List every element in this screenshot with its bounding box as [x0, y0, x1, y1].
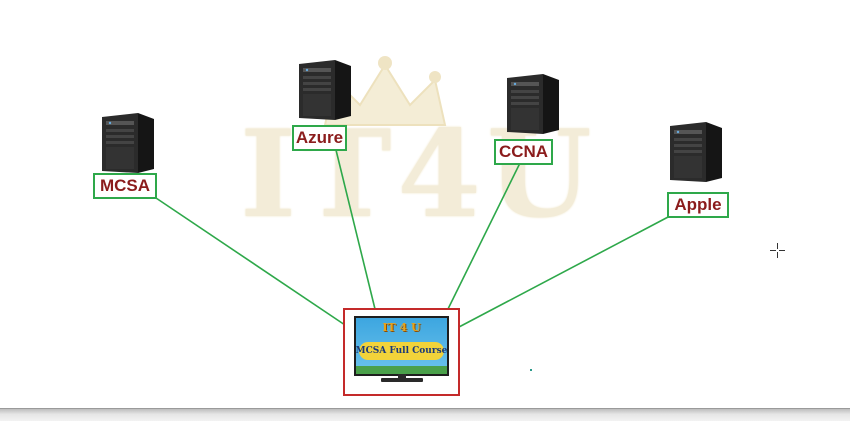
server-tower-icon: [102, 113, 154, 173]
connector-azure: [335, 149, 376, 310]
screen-ground: [356, 366, 447, 374]
crosshair-cursor-icon: [770, 243, 785, 258]
connector-apple: [458, 215, 671, 328]
monitor-node: IT 4 U MCSA Full Course: [343, 308, 460, 396]
monitor-screen: IT 4 U MCSA Full Course: [356, 318, 447, 374]
monitor-stand: [398, 374, 406, 379]
screen-banner: MCSA Full Course: [356, 342, 447, 360]
bottom-scroll-strip[interactable]: [0, 408, 850, 421]
screen-title: IT 4 U: [382, 321, 421, 334]
node-label-ccna: CCNA: [494, 139, 553, 165]
server-tower-icon: [507, 74, 559, 134]
server-tower-icon: [670, 122, 722, 182]
connector-ccna: [447, 160, 522, 310]
monitor-base: [381, 378, 423, 382]
connector-mcsa: [155, 197, 346, 326]
node-label-apple: Apple: [667, 192, 729, 218]
monitor-icon: IT 4 U MCSA Full Course: [354, 316, 449, 376]
stray-dot: [530, 369, 532, 371]
node-label-azure: Azure: [292, 125, 347, 151]
node-label-mcsa: MCSA: [93, 173, 157, 199]
server-tower-icon: [299, 60, 351, 120]
